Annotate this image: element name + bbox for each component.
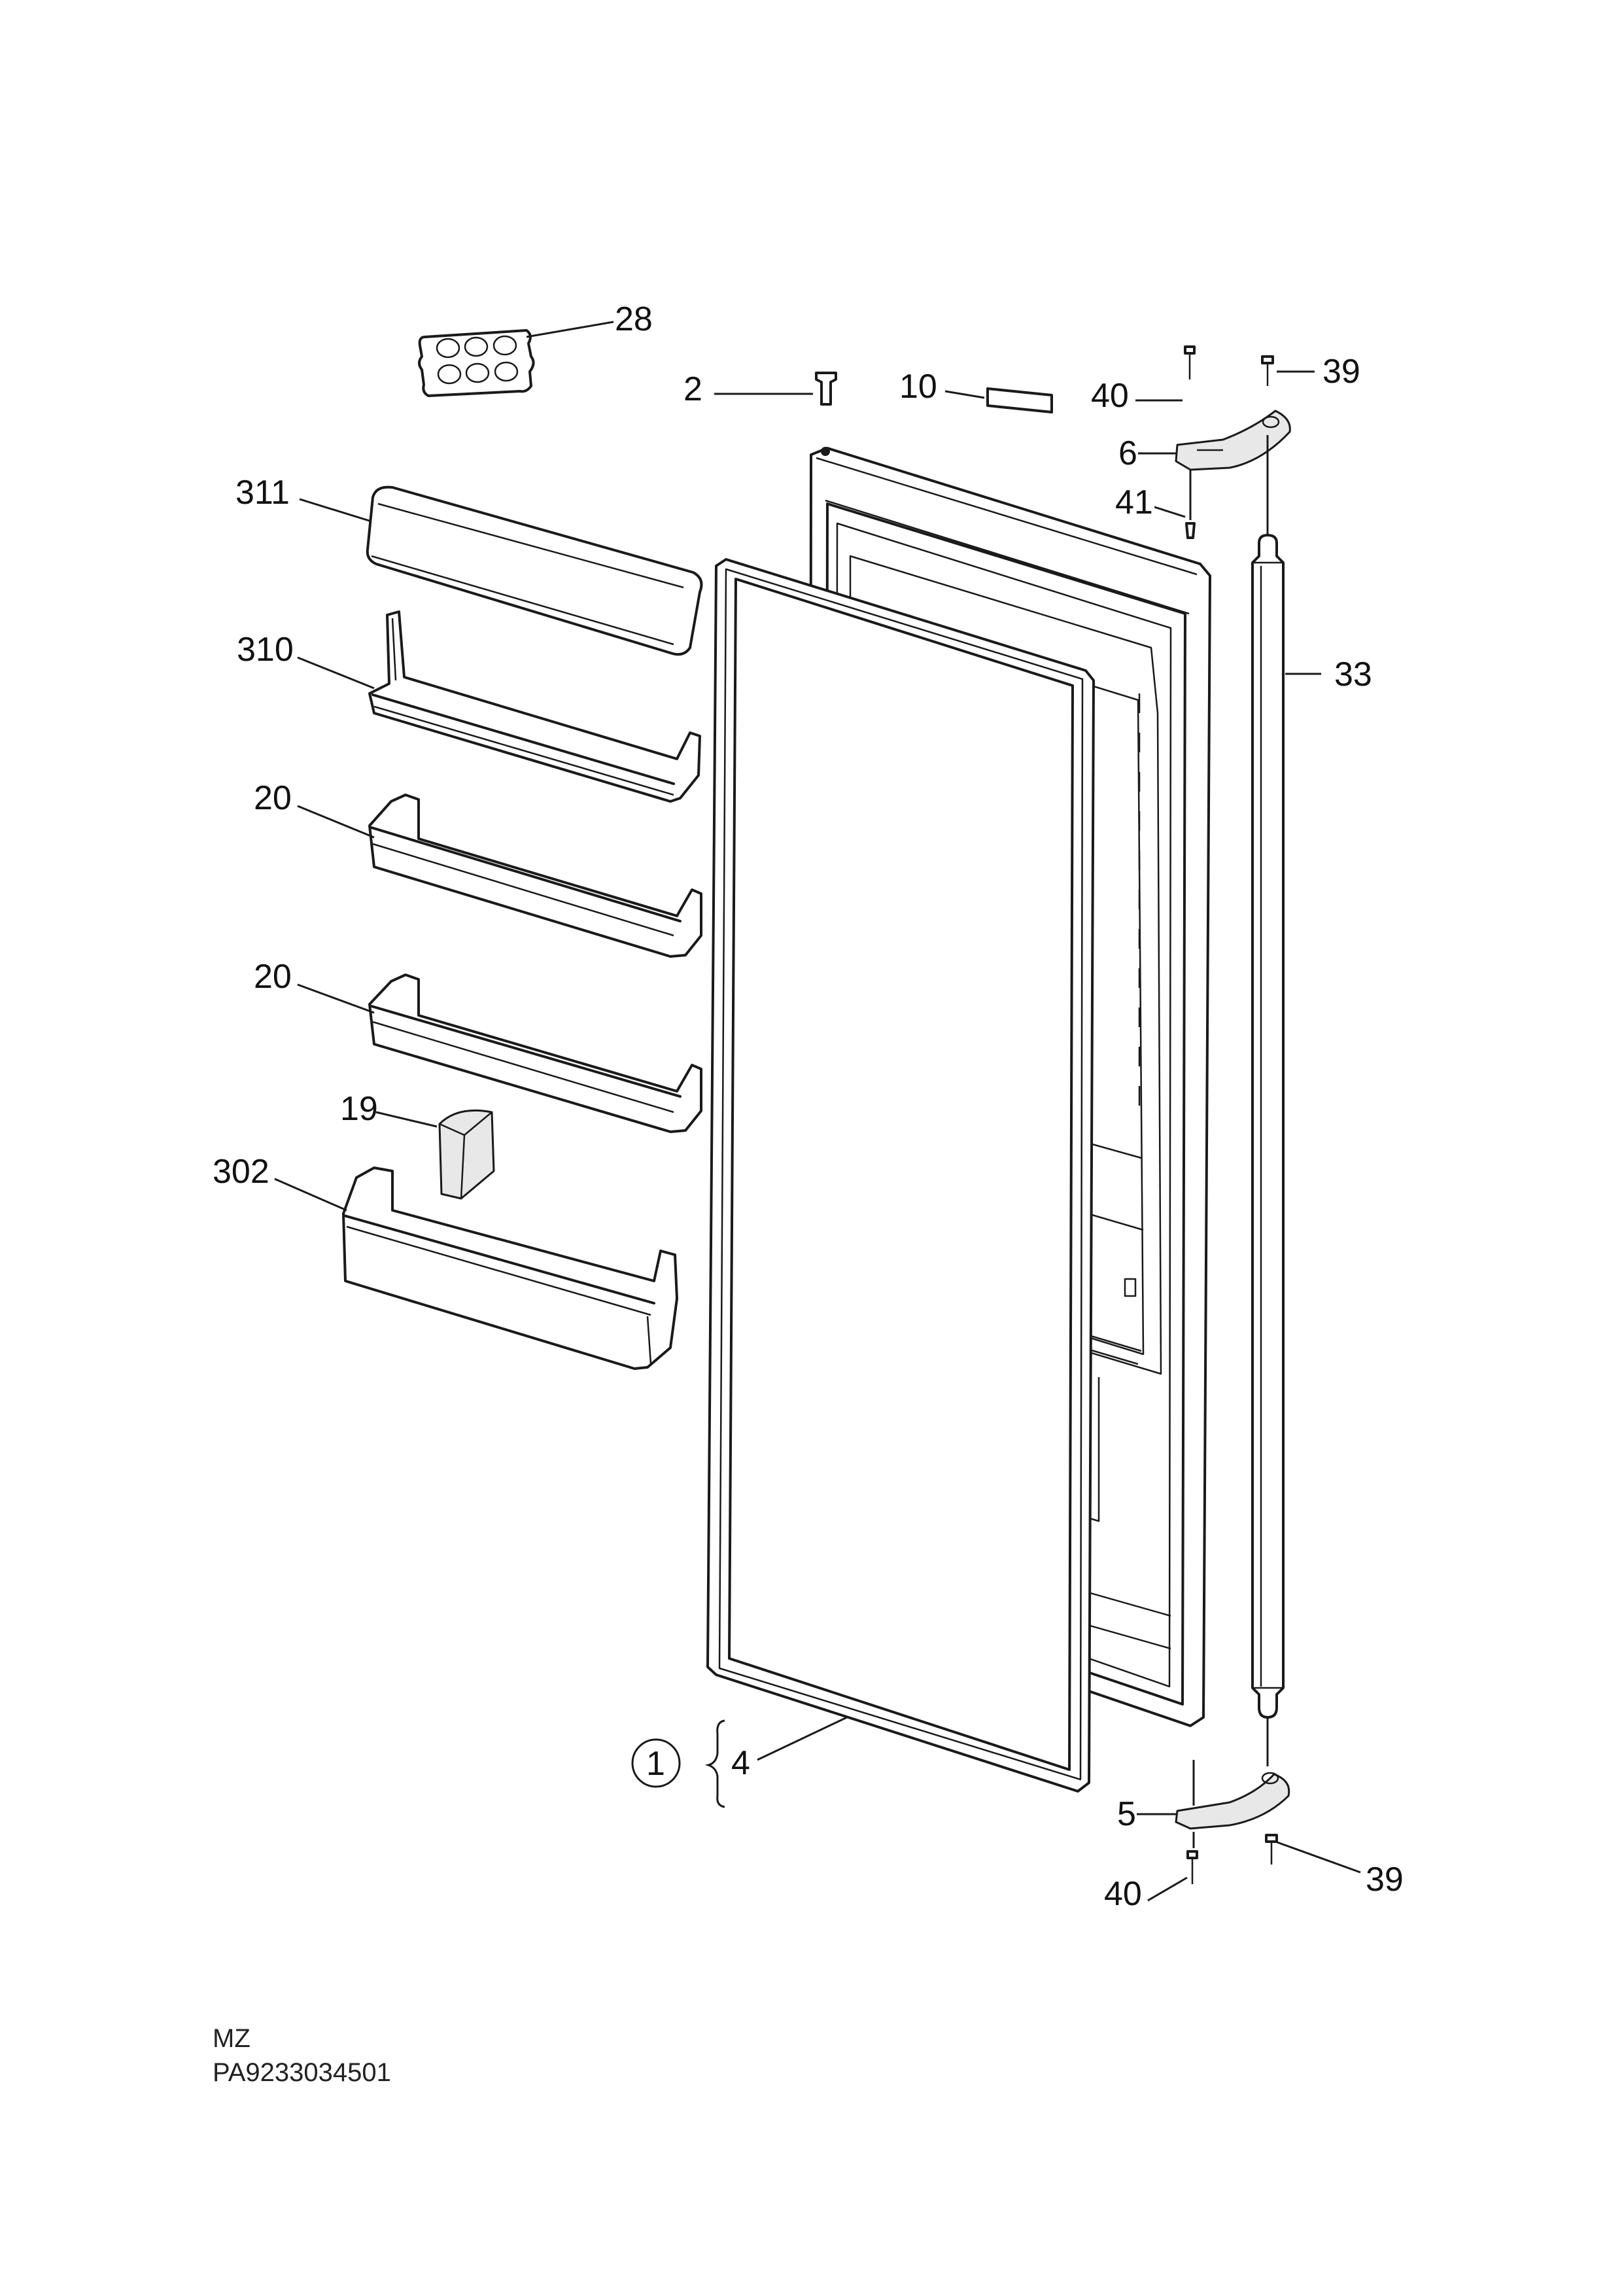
label-19: 19 — [340, 1090, 378, 1128]
part-number: PA9233034501 — [213, 2058, 391, 2087]
label-41: 41 — [1115, 483, 1153, 521]
plate-part-10 — [986, 387, 1053, 413]
handle-part-33 — [1251, 534, 1285, 1719]
label-33: 33 — [1334, 656, 1372, 693]
label-40-bottom: 40 — [1104, 1875, 1142, 1913]
door-shelf-part-20-lower — [368, 973, 702, 1133]
egg-tray-part-28 — [418, 329, 535, 397]
bottle-shelf-part-302 — [342, 1166, 678, 1370]
screw-part-40-top — [1184, 345, 1196, 379]
dairy-lid-part-311 — [366, 485, 703, 656]
label-4: 4 — [731, 1744, 750, 1782]
label-311: 311 — [235, 474, 290, 512]
door-gasket-part-4 — [706, 558, 1095, 1793]
screw-part-39-top — [1261, 355, 1274, 386]
model-code: MZ — [213, 2024, 251, 2053]
label-40-top: 40 — [1091, 377, 1129, 415]
label-20-lower: 20 — [254, 958, 292, 996]
screw-part-39-bottom — [1265, 1834, 1278, 1865]
door-shelf-part-310 — [368, 610, 701, 803]
brace — [704, 1719, 725, 1808]
door-shelf-part-20-upper — [368, 794, 702, 958]
label-39-top: 39 — [1322, 353, 1360, 391]
label-6: 6 — [1118, 434, 1137, 472]
hinge-part-5 — [1175, 1772, 1290, 1830]
label-39-bottom: 39 — [1366, 1861, 1404, 1899]
label-5: 5 — [1117, 1795, 1136, 1833]
label-10: 10 — [899, 368, 937, 406]
pin-part-41 — [1185, 522, 1196, 539]
label-310: 310 — [237, 631, 294, 669]
label-302: 302 — [213, 1153, 269, 1191]
label-2: 2 — [683, 370, 702, 408]
circle-marker-1 — [631, 1738, 681, 1788]
label-28: 28 — [615, 300, 653, 338]
screw-part-40-bottom — [1186, 1850, 1198, 1884]
label-20-upper: 20 — [254, 779, 292, 817]
label-1: 1 — [646, 1745, 665, 1783]
bottle-stopper-part-19 — [438, 1109, 495, 1200]
hinge-part-6 — [1175, 410, 1291, 471]
screw-part-2 — [815, 372, 837, 406]
